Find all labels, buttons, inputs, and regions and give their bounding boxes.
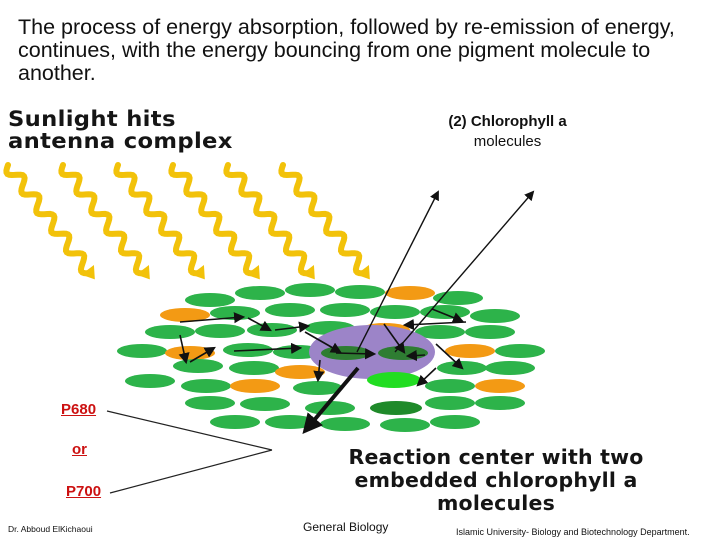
sunlight-waves [3, 162, 368, 277]
chlorophyll-label-line-1: (2) Chlorophyll a [448, 113, 567, 130]
sunlight-wave-arrowheads [81, 264, 370, 280]
accessory-pigment-molecule [445, 344, 495, 358]
pigment-label-p680: P680 [61, 401, 97, 418]
sunlight-wave-arrowhead [246, 264, 260, 280]
chlorophyll-molecule [125, 374, 175, 388]
chlorophyll-molecule [185, 396, 235, 410]
sunlight-heading-line-1: Sunlight hits [8, 107, 176, 131]
diagram-svg [3, 162, 545, 494]
chlorophyll-molecule [370, 305, 420, 319]
sunlight-wave-arrowhead [81, 264, 95, 280]
chlorophyll-molecule [173, 359, 223, 373]
sunlight-wave [278, 162, 368, 277]
energy-transfer-arrows [178, 308, 467, 387]
chlorophyll-molecule [420, 305, 470, 319]
accessory-pigment-molecule [230, 379, 280, 393]
sunlight-wave [113, 162, 203, 277]
chlorophyll-molecule [181, 379, 231, 393]
pigment-label-p700: P700 [66, 483, 102, 500]
chlorophyll-molecule [185, 293, 235, 307]
accessory-pigment-molecule [165, 346, 215, 360]
accessory-pigment-molecule [275, 365, 325, 379]
chlorophyll-molecule [247, 323, 297, 337]
chlorophyll-pointer-arrows [356, 190, 535, 353]
chlorophyll-molecule [415, 325, 465, 339]
chlorophyll-label-line-2: molecules [473, 133, 542, 150]
chlorophyll-molecule [229, 361, 279, 375]
sunlight-wave-arrowhead [301, 264, 315, 280]
chlorophyll-molecule [117, 344, 167, 358]
chlorophyll-molecule [475, 396, 525, 410]
reaction-center-chlorophyll-right [378, 346, 428, 360]
chlorophyll-molecule [425, 396, 475, 410]
footer-course: General Biology [303, 520, 389, 534]
reaction-center-heading-line-1: Reaction center with two [348, 445, 644, 469]
accessory-pigment-molecule [475, 379, 525, 393]
chlorophyll-molecule [465, 325, 515, 339]
chlorophyll-molecule [335, 285, 385, 299]
chlorophyll-molecule [485, 361, 535, 375]
chlorophyll-molecule [285, 283, 335, 297]
chlorophyll-molecule [495, 344, 545, 358]
footer-author: Dr. Abboud ElKichaoui [8, 524, 93, 534]
sunlight-heading-line-2: antenna complex [8, 129, 233, 153]
chlorophyll-molecule [195, 324, 245, 338]
reaction-center-pointer-arrow [302, 366, 360, 435]
sunlight-wave [223, 162, 313, 277]
dark-green-molecule [370, 401, 422, 415]
sunlight-wave-arrowhead [356, 264, 370, 280]
accessory-pigment-molecule [385, 286, 435, 300]
sunlight-wave-arrowhead [191, 264, 205, 280]
chlorophyll-molecule [470, 309, 520, 323]
sunlight-wave [3, 162, 93, 277]
chlorophyll-label: (2) Chlorophyll a molecules [430, 112, 585, 152]
pigment-label-or: or [72, 441, 87, 458]
chlorophyll-molecule [320, 417, 370, 431]
sunlight-wave-arrowhead [136, 264, 150, 280]
chlorophyll-molecule [305, 401, 355, 415]
chlorophyll-molecule [235, 286, 285, 300]
chlorophyll-molecule [425, 379, 475, 393]
accessory-pigment-molecule [160, 308, 210, 322]
footer-institution: Islamic University- Biology and Biotechn… [456, 527, 690, 537]
chlorophyll-molecule [380, 418, 430, 432]
chlorophyll-molecule [265, 303, 315, 317]
sunlight-wave [58, 162, 148, 277]
reaction-center-heading-line-3: molecules [436, 491, 556, 515]
antenna-complex-diagram [0, 100, 720, 515]
chlorophyll-molecule [145, 325, 195, 339]
chlorophyll-molecule [210, 415, 260, 429]
chlorophyll-molecule [433, 291, 483, 305]
slide-title: The process of energy absorption, follow… [18, 15, 675, 85]
bright-green-molecule [367, 372, 421, 388]
sunlight-heading: Sunlight hits antenna complex [8, 108, 233, 152]
sunlight-wave [168, 162, 258, 277]
chlorophyll-molecule [293, 381, 343, 395]
chlorophyll-molecule [240, 397, 290, 411]
chlorophyll-molecule [320, 303, 370, 317]
reaction-center-heading: Reaction center with two embedded chloro… [290, 446, 702, 515]
chlorophyll-molecule [430, 415, 480, 429]
pigment-pointer-lines [106, 410, 273, 494]
reaction-center-heading-line-2: embedded chlorophyll a [354, 468, 638, 492]
